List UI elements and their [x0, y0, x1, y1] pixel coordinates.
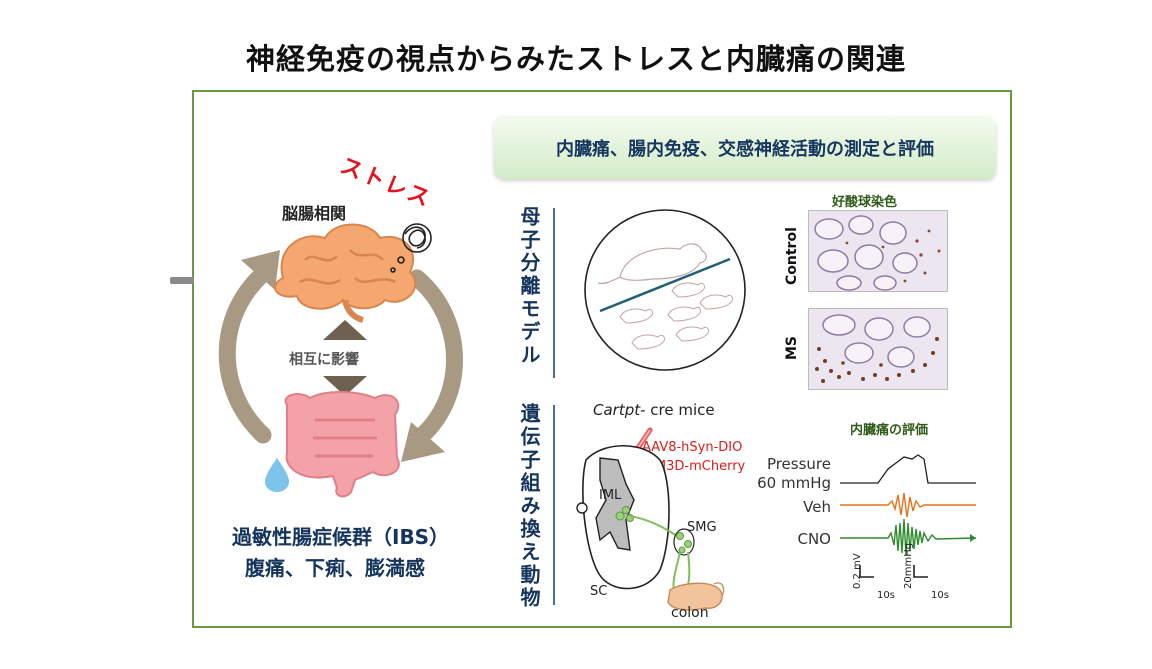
rat-icon	[675, 326, 709, 342]
brain-gut-axis-label: 脳腸相関	[282, 204, 347, 223]
maternal-separation-diagram	[584, 209, 746, 371]
mutual-influence-label: 相互に影響	[289, 352, 359, 368]
smg-label: SMG	[687, 520, 717, 535]
virus-label-line1: AAV8-hSyn-DIO	[642, 440, 743, 455]
measurement-banner: 内臓痛、腸内免疫、交感神経活動の測定と評価	[494, 116, 996, 179]
veh-label: Veh	[803, 498, 831, 516]
cycle-arrow-icon	[401, 422, 445, 462]
scale-seconds-label-2: 10s	[931, 590, 949, 601]
colon-label: colon	[671, 605, 709, 621]
pressure-label: Pressure	[766, 455, 831, 473]
rat-icon	[699, 294, 733, 310]
veh-trace	[840, 492, 976, 518]
scale-mmhg-label: 20mmHg	[903, 542, 914, 589]
page-title: 神経免疫の視点からみたストレスと内臓痛の関連	[245, 42, 906, 76]
scale-seconds-label: 10s	[877, 590, 895, 601]
rat-icon	[597, 243, 707, 285]
sc-label: SC	[590, 584, 608, 599]
pressure-trace	[840, 454, 976, 484]
ms-micrograph	[808, 308, 948, 390]
brain-gut-cycle	[218, 223, 463, 498]
iml-label: IML	[599, 488, 622, 503]
triangle-up-icon	[323, 320, 367, 340]
section-divider	[553, 405, 555, 605]
virus-label-line2: -hM3D-mCherry	[642, 459, 746, 474]
cycle-arrow-icon	[241, 250, 280, 290]
rat-icon	[631, 334, 665, 350]
brain-icon	[274, 223, 417, 323]
cno-label: CNO	[797, 530, 831, 548]
rat-icon	[619, 308, 653, 324]
water-drop-icon	[265, 458, 289, 492]
left-edge-dash	[170, 277, 194, 284]
control-micrograph	[808, 210, 948, 292]
tangled-thought-icon	[390, 223, 432, 273]
spinal-cord-icon	[576, 444, 670, 590]
ibs-title: 過敏性腸症候群（IBS）	[232, 525, 450, 549]
control-label: Control	[784, 227, 800, 285]
cycle-arrow-icon	[218, 263, 274, 444]
trace-panel	[840, 454, 977, 578]
spinal-cord-diagram	[576, 427, 725, 611]
ms-label: MS	[784, 335, 800, 360]
rat-icon	[667, 306, 701, 322]
content-frame	[192, 90, 1012, 628]
maternal-separation-label: 母子分離モデル	[517, 206, 541, 367]
visceral-pain-eval-title: 内臓痛の評価	[850, 423, 929, 438]
cycle-arrow-icon	[408, 269, 463, 449]
scale-mv-label: 0.2 mV	[852, 553, 863, 589]
gm-animal-label: 遺伝子組み換え動物	[517, 403, 541, 610]
rat-icon	[671, 282, 705, 298]
eosinophil-stain-title: 好酸球染色	[832, 195, 898, 210]
triangle-down-icon	[323, 376, 367, 396]
intestine-icon	[284, 391, 400, 498]
cno-trace	[840, 518, 977, 556]
pressure-value-label: 60 mmHg	[757, 474, 831, 492]
cre-mice-label: Cartpt- cre mice	[593, 401, 715, 419]
ibs-symptoms: 腹痛、下痢、膨満感	[245, 556, 425, 580]
section-divider	[553, 208, 555, 378]
